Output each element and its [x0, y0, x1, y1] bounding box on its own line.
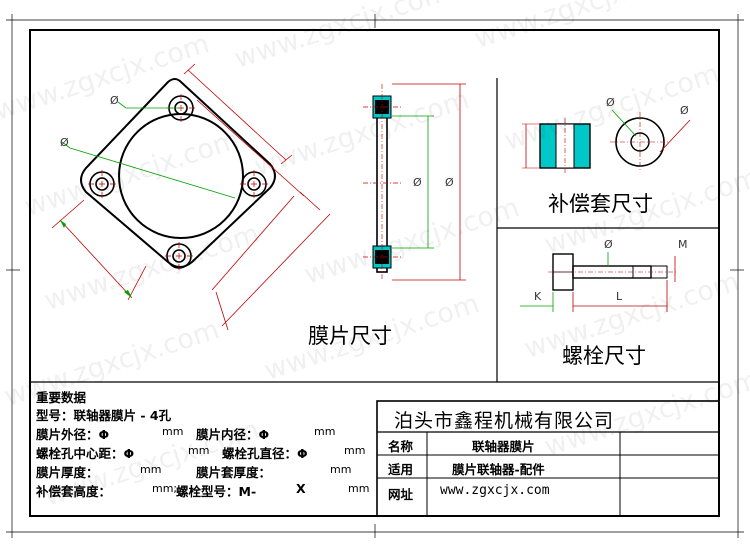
spec-comp-height-unit: mm; [152, 482, 178, 495]
dim-m-bolt: M [678, 238, 688, 251]
dim-phi-bolt: Ø [604, 238, 613, 251]
title-row-label-apply: 适用 [388, 462, 414, 477]
spec-sleeve-thickness: 膜片套厚度： [196, 465, 272, 480]
spec-bolt-x: X [296, 481, 306, 496]
spec-bolt-hole-dia: 螺栓孔直径：Φ [222, 446, 308, 461]
spec-title: 重要数据 [36, 390, 87, 405]
spec-inner-dia: 膜片内径：Φ [196, 427, 270, 442]
title-row-value-apply: 膜片联轴器-配件 [452, 462, 545, 477]
dim-phi-side-inner: Ø [413, 176, 422, 189]
title-row-label-name: 名称 [388, 439, 414, 454]
title-row-value-name: 联轴器膜片 [472, 439, 535, 454]
spec-thickness: 膜片厚度： [36, 465, 99, 480]
spec-bolt-center-unit: mm [188, 444, 210, 457]
bolt-size-label: 螺栓尺寸 [562, 344, 646, 368]
dim-l-bolt: L [616, 290, 623, 303]
spec-bolt-center: 螺栓孔中心距：Φ [36, 446, 135, 461]
title-block-frame [376, 400, 720, 517]
title-row-value-site: www.zgxcjx.com [440, 483, 550, 498]
spec-thickness-unit: mm [140, 463, 162, 476]
compensation-sleeve-view [522, 109, 691, 174]
title-row-label-site: 网址 [388, 487, 414, 502]
dim-phi-bolt-hole: Ø [110, 94, 119, 107]
spec-outer-dia-unit: mm [162, 425, 184, 438]
dim-k-bolt: K [534, 290, 542, 303]
dim-phi-inner: Ø [60, 136, 69, 149]
spec-bolt-model: 螺栓型号：M- [176, 484, 257, 499]
diaphragm-front-view [51, 63, 331, 331]
bolt-view [520, 252, 678, 312]
compensation-size-label: 补偿套尺寸 [548, 192, 653, 216]
company-name: 泊头市鑫程机械有限公司 [394, 410, 615, 432]
diaphragm-side-view [363, 83, 466, 281]
main-border [29, 29, 720, 517]
spec-bolt-model-unit: mm [348, 482, 370, 495]
spec-model: 型号：联轴器膜片 - 4孔 [36, 408, 172, 423]
spec-inner-dia-unit: mm [314, 425, 336, 438]
spec-bolt-hole-dia-unit: mm [344, 444, 366, 457]
dim-phi-sleeve-outer: Ø [680, 104, 689, 117]
diaphragm-size-label: 膜片尺寸 [308, 324, 392, 348]
dim-phi-side-outer: Ø [445, 176, 454, 189]
spec-outer-dia: 膜片外径：Φ [36, 427, 110, 442]
dim-phi-sleeve-inner: Ø [606, 96, 615, 109]
spec-comp-height: 补偿套高度： [36, 484, 112, 499]
sheet-trim-lines [6, 14, 744, 538]
spec-sleeve-thickness-unit: mm [330, 463, 352, 476]
